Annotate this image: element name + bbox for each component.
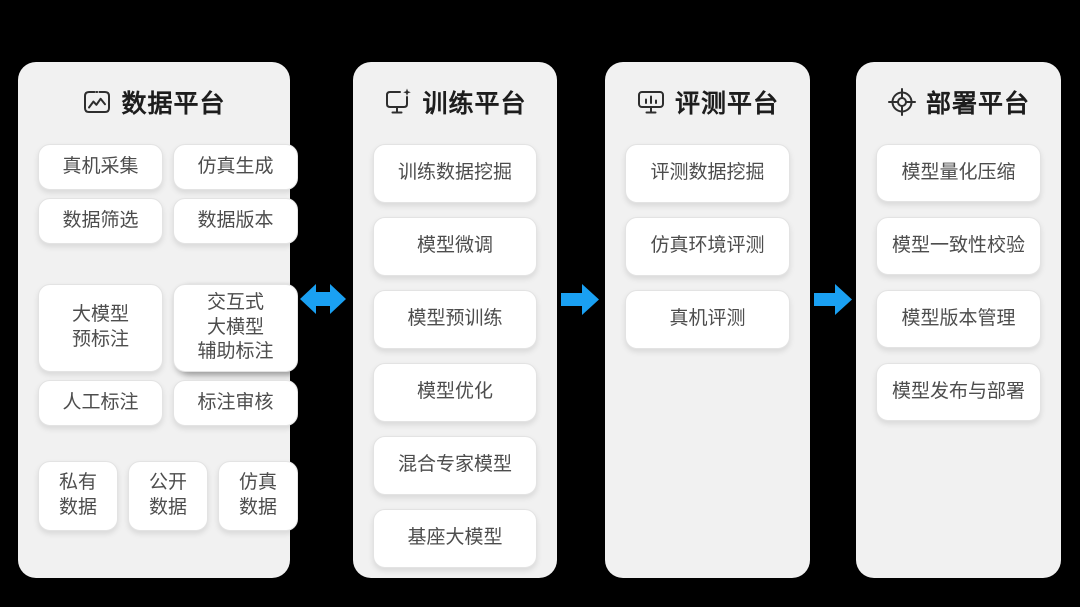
panel-deployment-platform-header: 部署平台 (866, 84, 1051, 120)
flow-arrow-right-icon (813, 281, 853, 318)
panel-training-platform: 训练平台 训练数据挖掘 模型微调 模型预训练 模型优化 混合专家模型 基座大模型 (353, 62, 557, 578)
module-chip: 仿真生成 (173, 144, 298, 190)
module-chip: 公开 数据 (128, 461, 208, 532)
module-chip: 模型量化压缩 (876, 144, 1041, 202)
flow-arrow-bidirectional-icon (299, 279, 347, 319)
module-chip: 人工标注 (38, 380, 163, 427)
chip-row: 人工标注 标注审核 (38, 380, 298, 427)
module-chip: 真机评测 (625, 290, 790, 349)
module-chip: 基座大模型 (373, 509, 537, 568)
panel-deployment-platform: 部署平台 模型量化压缩 模型一致性校验 模型版本管理 模型发布与部署 (856, 62, 1061, 578)
panel-title: 评测平台 (674, 90, 779, 118)
module-chip: 训练数据挖掘 (373, 144, 537, 203)
module-chip: 混合专家模型 (373, 436, 537, 495)
module-chip: 真机采集 (38, 144, 163, 190)
module-chip: 模型预训练 (373, 290, 537, 349)
flow-arrow-right-icon (560, 281, 600, 318)
module-chip: 标注审核 (173, 380, 298, 427)
module-chip: 模型优化 (373, 363, 537, 422)
chip-row: 大模型 预标注 交互式 大横型 辅助标注 (38, 284, 298, 373)
module-chip: 模型一致性校验 (876, 217, 1041, 275)
panel-evaluation-platform: 评测平台 评测数据挖掘 仿真环境评测 真机评测 (605, 62, 810, 578)
chip-row: 数据筛选 数据版本 (38, 198, 298, 244)
panel-title: 数据平台 (121, 90, 226, 118)
training-monitor-sparkle-icon (386, 88, 412, 114)
chip-row: 私有 数据 公开 数据 仿真 数据 (38, 461, 298, 532)
deployment-target-icon (887, 88, 916, 116)
module-chip: 大模型 预标注 (38, 284, 163, 373)
module-chip: 评测数据挖掘 (625, 144, 790, 203)
module-chip: 仿真环境评测 (625, 217, 790, 276)
evaluation-monitor-chart-icon (637, 91, 664, 114)
module-chip: 数据筛选 (38, 198, 163, 244)
panel-data-platform-header: 数据平台 (28, 84, 280, 120)
module-chip: 交互式 大横型 辅助标注 (173, 284, 298, 373)
module-chip: 模型微调 (373, 217, 537, 276)
chip-row: 真机采集 仿真生成 (38, 144, 298, 190)
panel-evaluation-platform-header: 评测平台 (615, 84, 800, 120)
module-chip: 仿真 数据 (218, 461, 298, 532)
data-media-icon (84, 91, 111, 113)
panel-training-platform-body: 训练数据挖掘 模型微调 模型预训练 模型优化 混合专家模型 基座大模型 (353, 144, 557, 568)
panel-title: 部署平台 (925, 90, 1030, 118)
panel-title: 训练平台 (422, 90, 527, 118)
module-chip: 数据版本 (173, 198, 298, 244)
module-chip: 模型版本管理 (876, 290, 1041, 348)
panel-training-platform-header: 训练平台 (363, 84, 547, 120)
panel-data-platform: 数据平台 真机采集 仿真生成 数据筛选 数据版本 大模型 预标注 交互式 大横型… (18, 62, 298, 578)
module-chip: 私有 数据 (38, 461, 118, 532)
panel-deployment-platform-body: 模型量化压缩 模型一致性校验 模型版本管理 模型发布与部署 (856, 144, 1061, 421)
panel-evaluation-platform-body: 评测数据挖掘 仿真环境评测 真机评测 (605, 144, 810, 349)
panel-data-platform-body: 真机采集 仿真生成 数据筛选 数据版本 大模型 预标注 交互式 大横型 辅助标注… (18, 144, 298, 532)
module-chip: 模型发布与部署 (876, 363, 1041, 421)
